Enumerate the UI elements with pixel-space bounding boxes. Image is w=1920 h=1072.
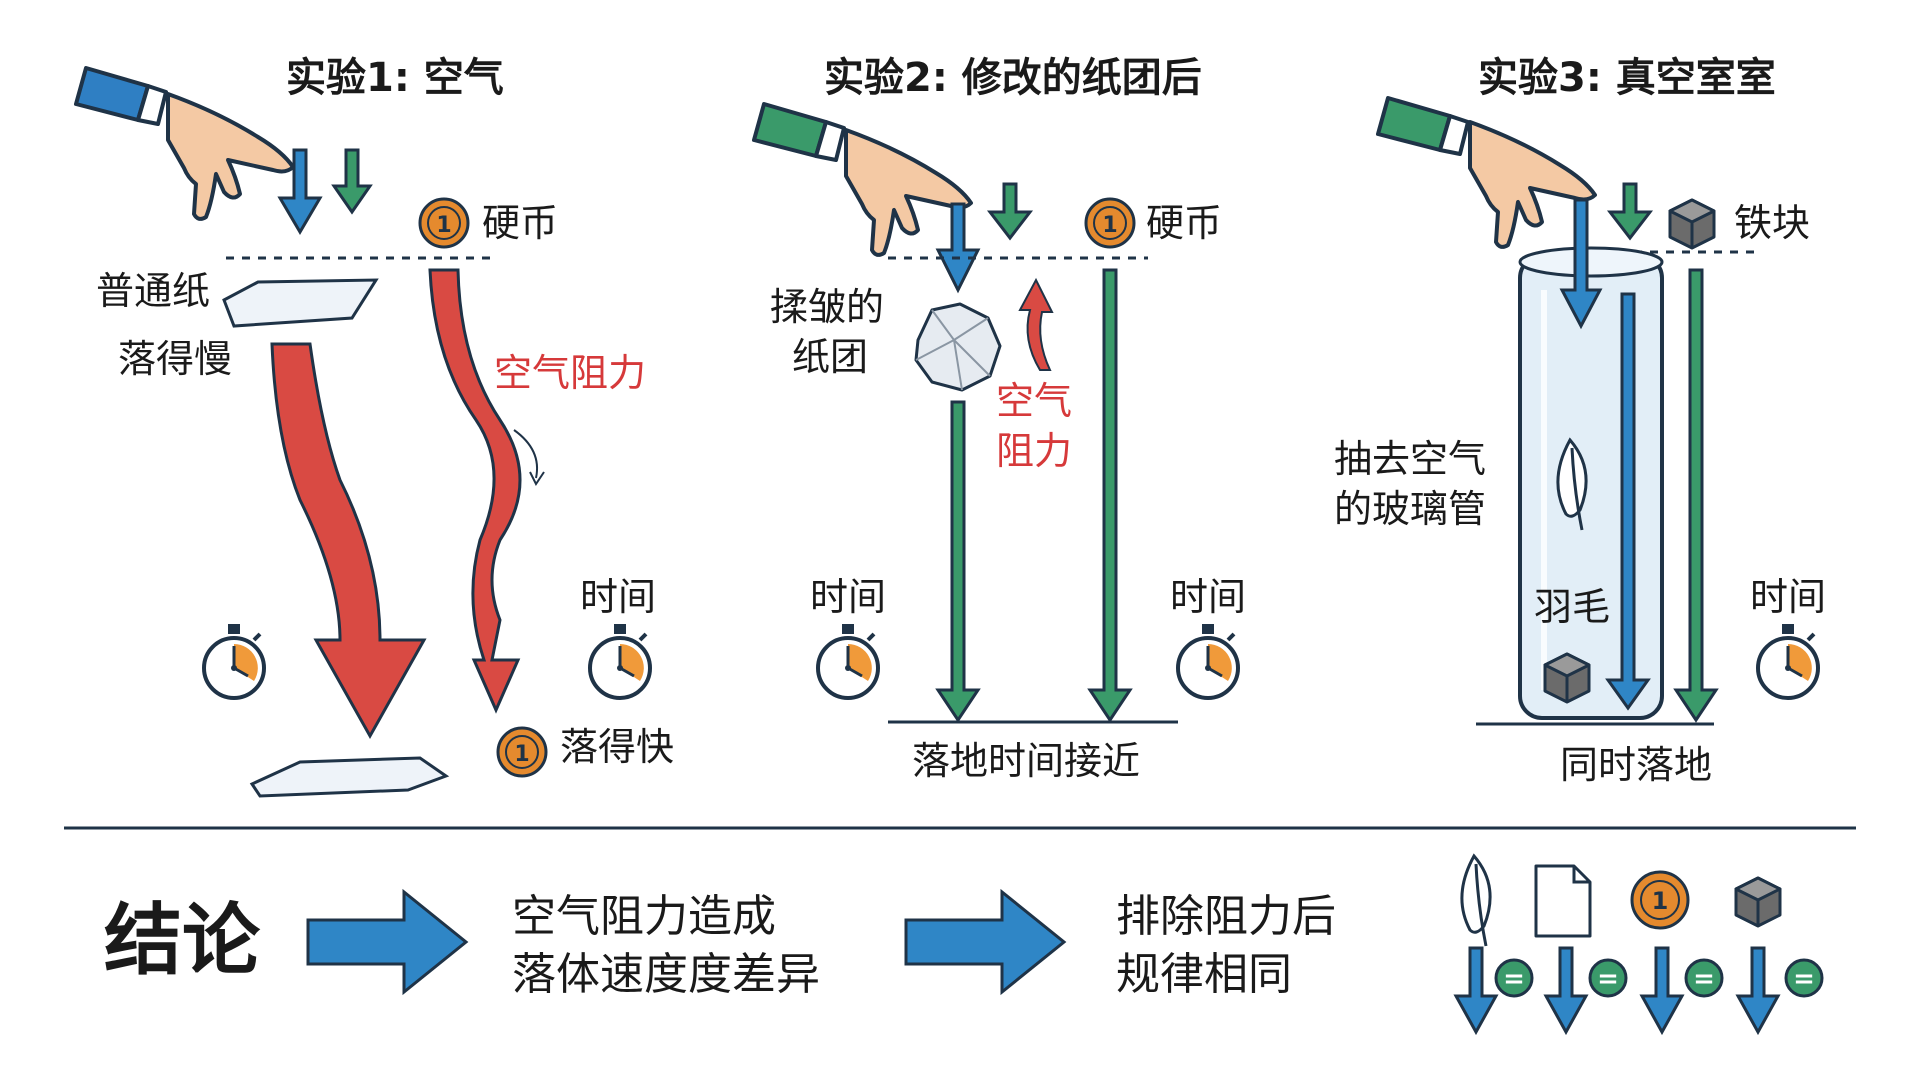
time-label-1: 时间 — [580, 575, 657, 619]
coin-icon-conclusion: 1 — [1630, 870, 1690, 930]
equals-badge: = — [1784, 958, 1824, 998]
stopwatch-icon — [1176, 622, 1240, 700]
hand-2 — [752, 102, 973, 257]
equals-badge: = — [1684, 958, 1724, 998]
stopwatch-icon — [202, 622, 266, 700]
vacuum-tube-label-line-2: 的玻璃管 — [1334, 487, 1487, 531]
svg-text:=: = — [1503, 964, 1525, 994]
feather-fall-arrow — [1605, 292, 1651, 711]
paper-sheet-top — [222, 278, 379, 328]
iron-block-icon-start — [1668, 198, 1716, 250]
iron-block-icon-conclusion — [1734, 876, 1782, 928]
experiment-3-title: 实验3: 真空室室 — [1478, 55, 1776, 101]
ball-fall-arrow — [935, 400, 981, 723]
coin-drop-arrow — [331, 148, 373, 215]
crumpled-ball-label-line-2: 纸团 — [792, 335, 869, 379]
coin-drop-arrow-2 — [986, 182, 1034, 241]
feather-icon — [1460, 854, 1492, 948]
paper-drop-arrow — [277, 148, 323, 235]
air-resistance-arrow-2 — [1018, 277, 1054, 371]
result-label-2: 落地时间接近 — [912, 739, 1141, 783]
paper-sheet-icon — [1534, 864, 1592, 938]
crumpled-paper-ball-icon — [914, 302, 1002, 392]
experiment-1: 1 1 — [74, 66, 652, 798]
stopwatch-icon — [1756, 622, 1820, 700]
result-label-3: 同时落地 — [1560, 743, 1713, 787]
glass-tube — [1518, 246, 1664, 720]
experiment-2: 1 — [752, 102, 1240, 724]
paper-sheet-landed — [249, 756, 450, 798]
iron-block-label: 铁块 — [1734, 201, 1811, 245]
svg-text:=: = — [1793, 964, 1815, 994]
vacuum-tube-label-line-1: 抽去空气 — [1334, 437, 1487, 481]
conclusion-step-2-line-1: 排除阻力后 — [1116, 891, 1336, 942]
block-fall-arrow — [1673, 268, 1719, 723]
conclusion-title: 结论 — [104, 896, 261, 986]
paper-slow-label: 落得慢 — [118, 337, 233, 381]
equal-fall-row: = = = = — [1453, 946, 1824, 1036]
feather-label: 羽毛 — [1534, 585, 1611, 629]
coin-fast-label: 落得快 — [560, 725, 675, 769]
feather-drop-arrow — [1559, 198, 1603, 330]
svg-text:=: = — [1597, 964, 1619, 994]
coin-face-text: 1 — [514, 742, 529, 767]
coin-label-1: 硬币 — [482, 201, 559, 245]
time-label-2-right: 时间 — [1170, 575, 1247, 619]
air-resistance-label-2-line-2: 阻力 — [996, 429, 1073, 473]
coin-face-text: 1 — [1102, 213, 1117, 238]
conclusion-arrow-2 — [904, 888, 1067, 996]
iron-block-icon-in-tube — [1543, 652, 1591, 704]
experiment-1-title: 实验1: 空气 — [286, 55, 504, 101]
paper-fall-arrow — [270, 342, 427, 740]
ball-drop-arrow — [935, 202, 981, 294]
conclusion-arrow-1 — [306, 888, 469, 996]
coin-label-2: 硬币 — [1146, 201, 1223, 245]
stopwatch-icon — [816, 622, 880, 700]
coin-fall-arrow — [428, 268, 522, 714]
coin-face-text: 1 — [1652, 887, 1669, 915]
coin-face-text: 1 — [436, 213, 451, 238]
stopwatch-icon — [588, 622, 652, 700]
svg-text:=: = — [1693, 964, 1715, 994]
conclusion-graphics: 1 = = = = — [306, 854, 1824, 1036]
time-label-3: 时间 — [1750, 575, 1827, 619]
experiment-2-title: 实验2: 修改的纸团后 — [824, 55, 1202, 101]
conclusion-step-2-line-2: 规律相同 — [1116, 949, 1292, 1000]
experiment-3 — [1376, 96, 1820, 726]
coin-icon-2: 1 — [1084, 197, 1136, 249]
plain-paper-label: 普通纸 — [96, 269, 211, 313]
coin-fall-arrow-2 — [1087, 268, 1133, 723]
time-label-2-left: 时间 — [810, 575, 887, 619]
equals-badge: = — [1588, 958, 1628, 998]
coin-icon-start-1: 1 — [418, 197, 470, 249]
equals-badge: = — [1494, 958, 1534, 998]
block-drop-arrow — [1606, 182, 1654, 241]
air-resistance-label-1: 空气阻力 — [494, 351, 647, 395]
conclusion-step-1-line-1: 空气阻力造成 — [512, 891, 776, 942]
hand-1 — [74, 66, 295, 221]
coin-icon-landed-1: 1 — [496, 726, 548, 778]
crumpled-ball-label-line-1: 揉皱的 — [770, 285, 885, 329]
hand-3 — [1376, 96, 1597, 249]
air-resistance-label-2-line-1: 空气 — [996, 379, 1073, 423]
conclusion-step-1-line-2: 落体速度度差异 — [512, 949, 820, 1000]
